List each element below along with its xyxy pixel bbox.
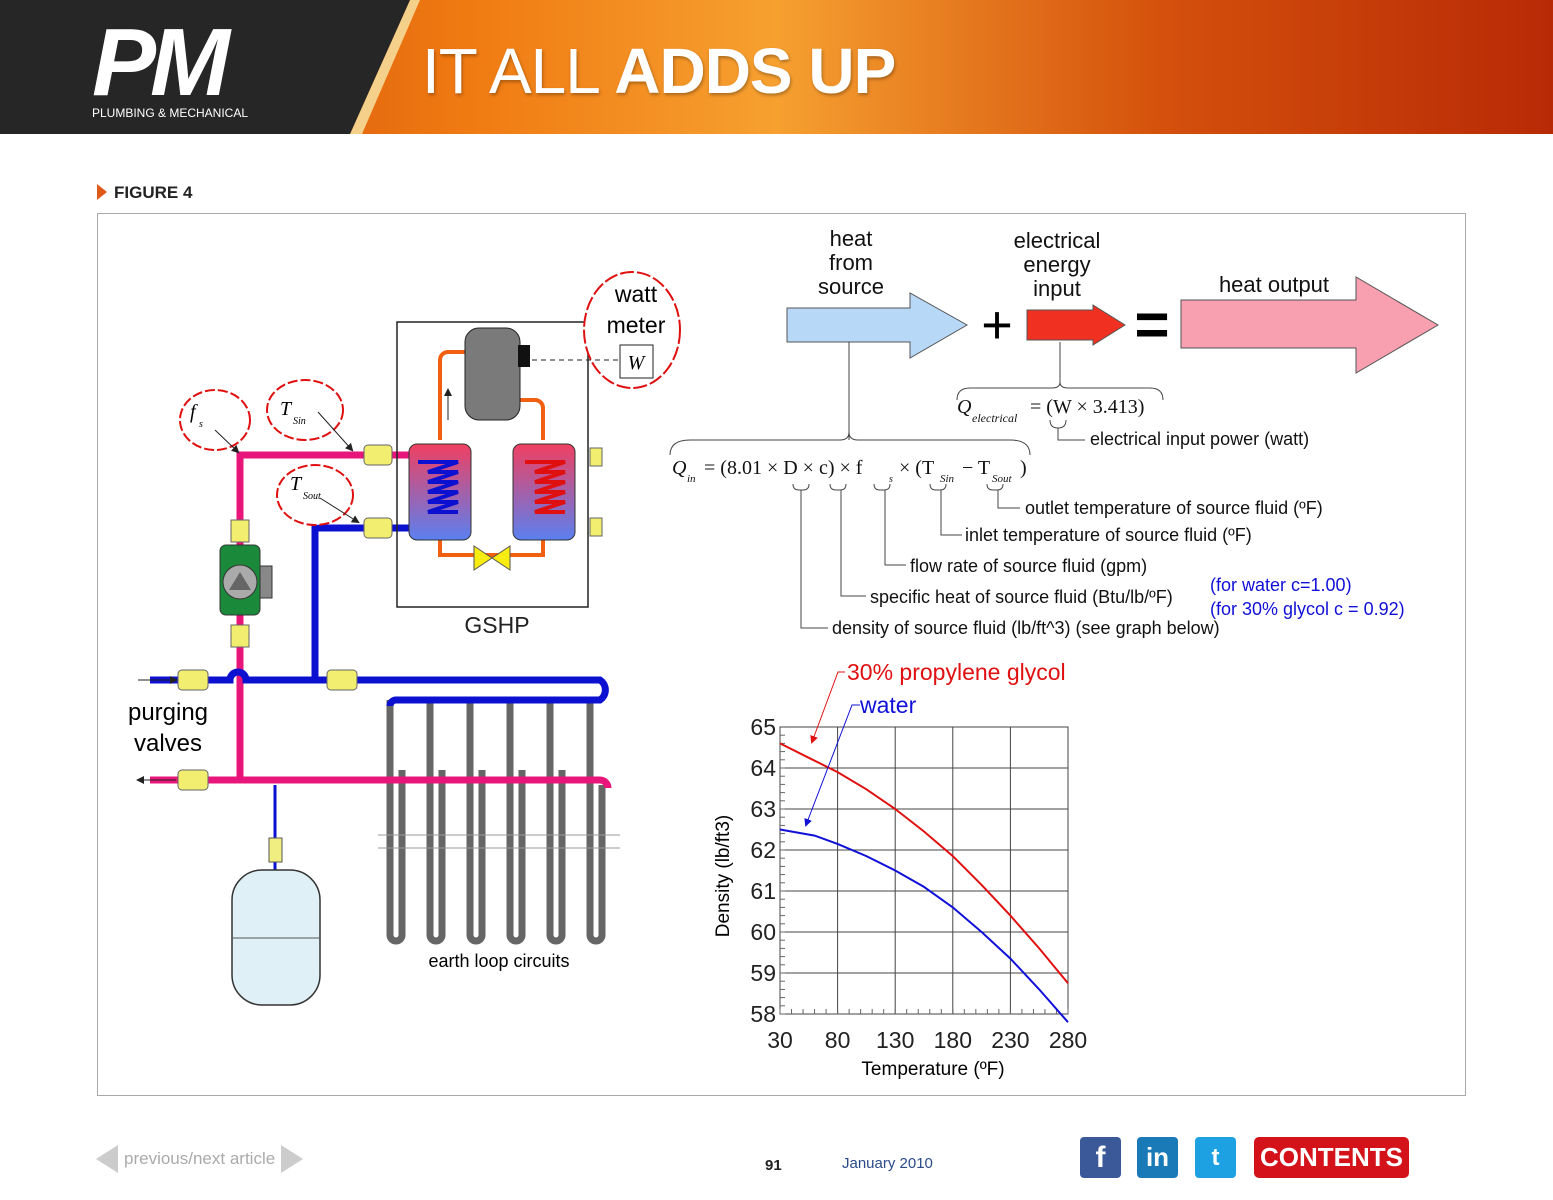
pm-logo: PM (92, 9, 230, 116)
facebook-icon[interactable]: f (1080, 1137, 1121, 1178)
prev-next-article[interactable]: previous/next article (96, 1145, 304, 1173)
watt-meter-label-2: meter (607, 312, 666, 338)
headline-light: IT ALL (422, 35, 598, 107)
legend-glycol: 30% propylene glycol (847, 659, 1066, 685)
figure-label: FIGURE 4 (114, 183, 193, 202)
previous-arrow-icon[interactable] (96, 1145, 118, 1173)
q-in-rhs: = (8.01 × D × c) × f (704, 457, 863, 479)
header-logo-panel (0, 0, 410, 134)
watt-meter-label-1: watt (614, 281, 658, 307)
x-tick-label: 30 (767, 1027, 793, 1053)
y-tick-label: 58 (750, 1001, 776, 1027)
prev-next-label[interactable]: previous/next article (124, 1149, 276, 1168)
tsout-sensor-cloud (276, 464, 354, 526)
headline: IT ALL ADDS UP (422, 34, 896, 108)
water-c-note: (for water c=1.00) (1210, 575, 1352, 595)
q-in-tsout: Sout (992, 473, 1013, 485)
tsout-sub: Sout (303, 491, 321, 502)
contents-button[interactable]: CONTENTS (1254, 1137, 1409, 1178)
water-pointer (804, 704, 860, 827)
q-in-tsin: Sin (940, 473, 955, 485)
q-in: Q (672, 457, 687, 479)
flow-sensor-cloud (179, 389, 251, 451)
electrical-input-label-2: energy (1023, 252, 1090, 277)
gshp-box (396, 321, 589, 608)
y-tick-label: 59 (750, 960, 776, 986)
electrical-input-power-label: electrical input power (watt) (1090, 429, 1309, 449)
heat-from-source-label-2: from (829, 250, 873, 275)
twitter-icon[interactable]: t (1195, 1137, 1236, 1178)
heat-output-arrow (1180, 276, 1439, 374)
density-label: density of source fluid (lb/ft^3) (see g… (832, 618, 1220, 638)
q-in-fs-sub: s (889, 474, 893, 485)
heat-from-source-label-1: heat (830, 226, 873, 251)
purging-valves[interactable] (177, 444, 603, 791)
q-electrical-sub: electrical (972, 411, 1018, 425)
tank-valve (268, 837, 283, 863)
y-tick-label: 61 (750, 878, 776, 904)
y-axis-label: Density (lb/ft3) (713, 815, 734, 937)
gshp-label: GSHP (464, 612, 529, 638)
q-in-close: ) (1020, 457, 1027, 479)
issue-date: January 2010 (842, 1155, 933, 1172)
equals-sign: = (1134, 291, 1169, 358)
q-electrical-rhs: = (W × 3.413) (1030, 396, 1144, 418)
earth-loop-circuits (386, 700, 606, 945)
y-tick-label: 64 (750, 755, 776, 781)
headline-bold: ADDS UP (614, 35, 896, 107)
watt-meter (619, 344, 654, 379)
x-tick-label: 80 (825, 1027, 851, 1053)
tsin-sub: Sin (293, 416, 306, 427)
y-tick-label: 65 (750, 714, 776, 740)
q-in-sub: in (687, 473, 696, 485)
x-tick-label: 230 (991, 1027, 1029, 1053)
electrical-input-label-1: electrical (1014, 228, 1101, 253)
q-in-rest: × (T (899, 457, 934, 479)
pm-logo-subtitle: PLUMBING & MECHANICAL (92, 106, 249, 120)
figure-arrow-icon (97, 184, 107, 200)
next-arrow-icon[interactable] (281, 1145, 304, 1173)
heat-from-source-label-3: source (818, 274, 884, 299)
inlet-temp-label: inlet temperature of source fluid (ºF) (965, 525, 1252, 545)
q-electrical: Q (957, 396, 972, 418)
linkedin-icon[interactable]: in (1137, 1137, 1178, 1178)
electrical-input-arrow (1026, 304, 1126, 346)
x-tick-label: 180 (934, 1027, 972, 1053)
compressor (464, 327, 521, 421)
specific-heat-label: specific heat of source fluid (Btu/lb/ºF… (870, 587, 1173, 607)
y-tick-label: 63 (750, 796, 776, 822)
legend-water: water (859, 692, 917, 718)
page-number: 91 (765, 1157, 782, 1174)
purging-valves-label-1: purging (128, 699, 208, 726)
tsin-label: T (280, 398, 293, 420)
x-tick-label: 280 (1049, 1027, 1087, 1053)
flow-rate-label: flow rate of source fluid (gpm) (910, 556, 1147, 576)
q-in-minus: − T (962, 457, 990, 479)
heat-output-label: heat output (1219, 272, 1329, 297)
x-axis-label: Temperature (ºF) (861, 1059, 1004, 1080)
y-tick-label: 62 (750, 837, 776, 863)
density-chart: 30 80 130 180 230 280 65 64 63 62 61 60 59 58 Tempera… (713, 659, 1087, 1080)
glycol-c-note: (for 30% glycol c = 0.92) (1210, 599, 1405, 619)
tsout-label: T (290, 473, 303, 495)
x-tick-label: 130 (876, 1027, 914, 1053)
plot-area (779, 726, 1069, 1015)
heat-from-source-arrow (786, 292, 969, 359)
figure-frame (97, 213, 1466, 1096)
y-tick-label: 60 (750, 919, 776, 945)
expansion-valve (473, 545, 511, 571)
watt-symbol: W (628, 352, 647, 374)
earth-loop-label: earth loop circuits (428, 951, 569, 971)
watt-meter-cloud (583, 271, 681, 389)
outlet-temp-label: outlet temperature of source fluid (ºF) (1025, 498, 1323, 518)
glycol-pointer (810, 671, 845, 744)
tsin-sensor-cloud (266, 379, 344, 441)
electrical-input-label-3: input (1033, 276, 1081, 301)
purging-valves-label-2: valves (134, 730, 202, 757)
plus-sign: + (981, 295, 1013, 355)
fs-sub: s (199, 419, 203, 430)
circulator-pump (219, 544, 273, 616)
series-line-water (779, 828, 1069, 1023)
fs-label: f (190, 401, 198, 423)
